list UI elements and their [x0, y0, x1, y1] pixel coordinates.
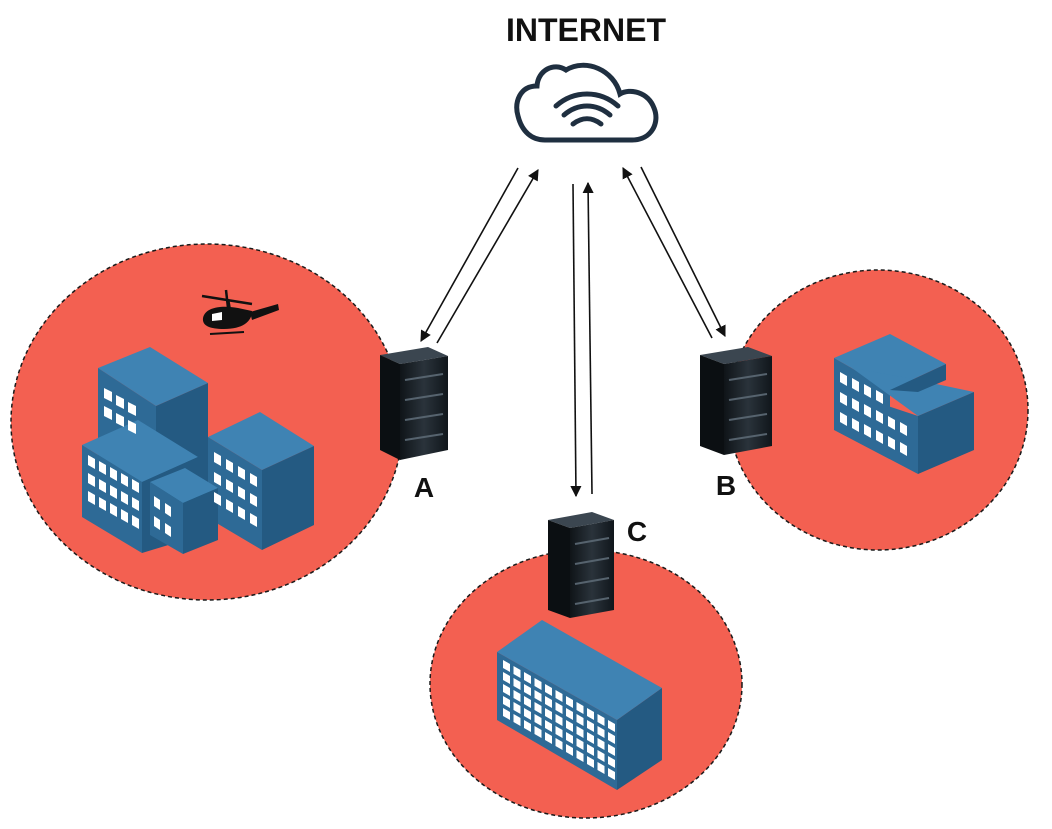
window — [597, 762, 605, 774]
window — [524, 720, 531, 732]
server-c-icon — [548, 512, 614, 618]
window — [534, 678, 542, 690]
window — [534, 690, 542, 702]
window — [587, 720, 594, 732]
window — [545, 720, 552, 732]
arrow-b-to-internet — [622, 167, 713, 339]
window — [503, 660, 510, 672]
arrow-internet-to-c — [570, 183, 582, 498]
window — [566, 708, 573, 720]
cloud-wifi-icon — [514, 62, 659, 143]
window — [608, 732, 615, 744]
server-b-label: B — [716, 470, 736, 501]
window — [545, 708, 552, 720]
window — [608, 720, 615, 732]
building-windows-b — [840, 372, 907, 456]
window — [576, 726, 584, 738]
window — [555, 690, 563, 702]
window — [503, 708, 510, 720]
window — [513, 702, 521, 714]
window — [566, 720, 573, 732]
window — [597, 738, 605, 750]
arrow-internet-to-b — [640, 166, 726, 338]
window — [503, 672, 510, 684]
window — [576, 714, 584, 726]
window — [566, 732, 573, 744]
window — [566, 744, 573, 756]
window — [503, 696, 510, 708]
arrow-a-to-internet — [436, 169, 539, 344]
window — [545, 696, 552, 708]
window — [608, 744, 615, 756]
window — [576, 738, 584, 750]
server-c-label: C — [627, 516, 647, 547]
window — [576, 702, 584, 714]
window — [608, 768, 615, 780]
window — [545, 732, 552, 744]
window — [555, 702, 563, 714]
window — [545, 684, 552, 696]
window — [587, 732, 594, 744]
window — [534, 702, 542, 714]
window — [524, 696, 531, 708]
window — [524, 672, 531, 684]
connection-arrows — [420, 166, 726, 498]
building-windows-a — [88, 388, 257, 537]
server-b-icon — [700, 347, 772, 455]
window — [513, 678, 521, 690]
window — [597, 726, 605, 738]
window — [534, 714, 542, 726]
window — [524, 708, 531, 720]
window — [608, 756, 615, 768]
window — [555, 726, 563, 738]
window — [597, 714, 605, 726]
server-a-icon — [380, 347, 448, 460]
window — [513, 714, 521, 726]
window — [524, 684, 531, 696]
window — [597, 750, 605, 762]
internet-title: INTERNET — [506, 12, 666, 48]
helicopter-icon — [201, 289, 279, 335]
window — [555, 714, 563, 726]
window — [587, 756, 594, 768]
window — [566, 696, 573, 708]
window — [576, 750, 584, 762]
window — [587, 708, 594, 720]
building-windows-c — [503, 660, 615, 780]
window — [587, 744, 594, 756]
window — [513, 666, 521, 678]
window — [534, 726, 542, 738]
arrow-internet-to-a — [420, 167, 519, 342]
server-a-label: A — [414, 472, 434, 503]
arrow-c-to-internet — [582, 181, 594, 495]
window — [503, 684, 510, 696]
window — [513, 690, 521, 702]
window — [555, 738, 563, 750]
office-building-icon-a-right — [208, 412, 314, 550]
